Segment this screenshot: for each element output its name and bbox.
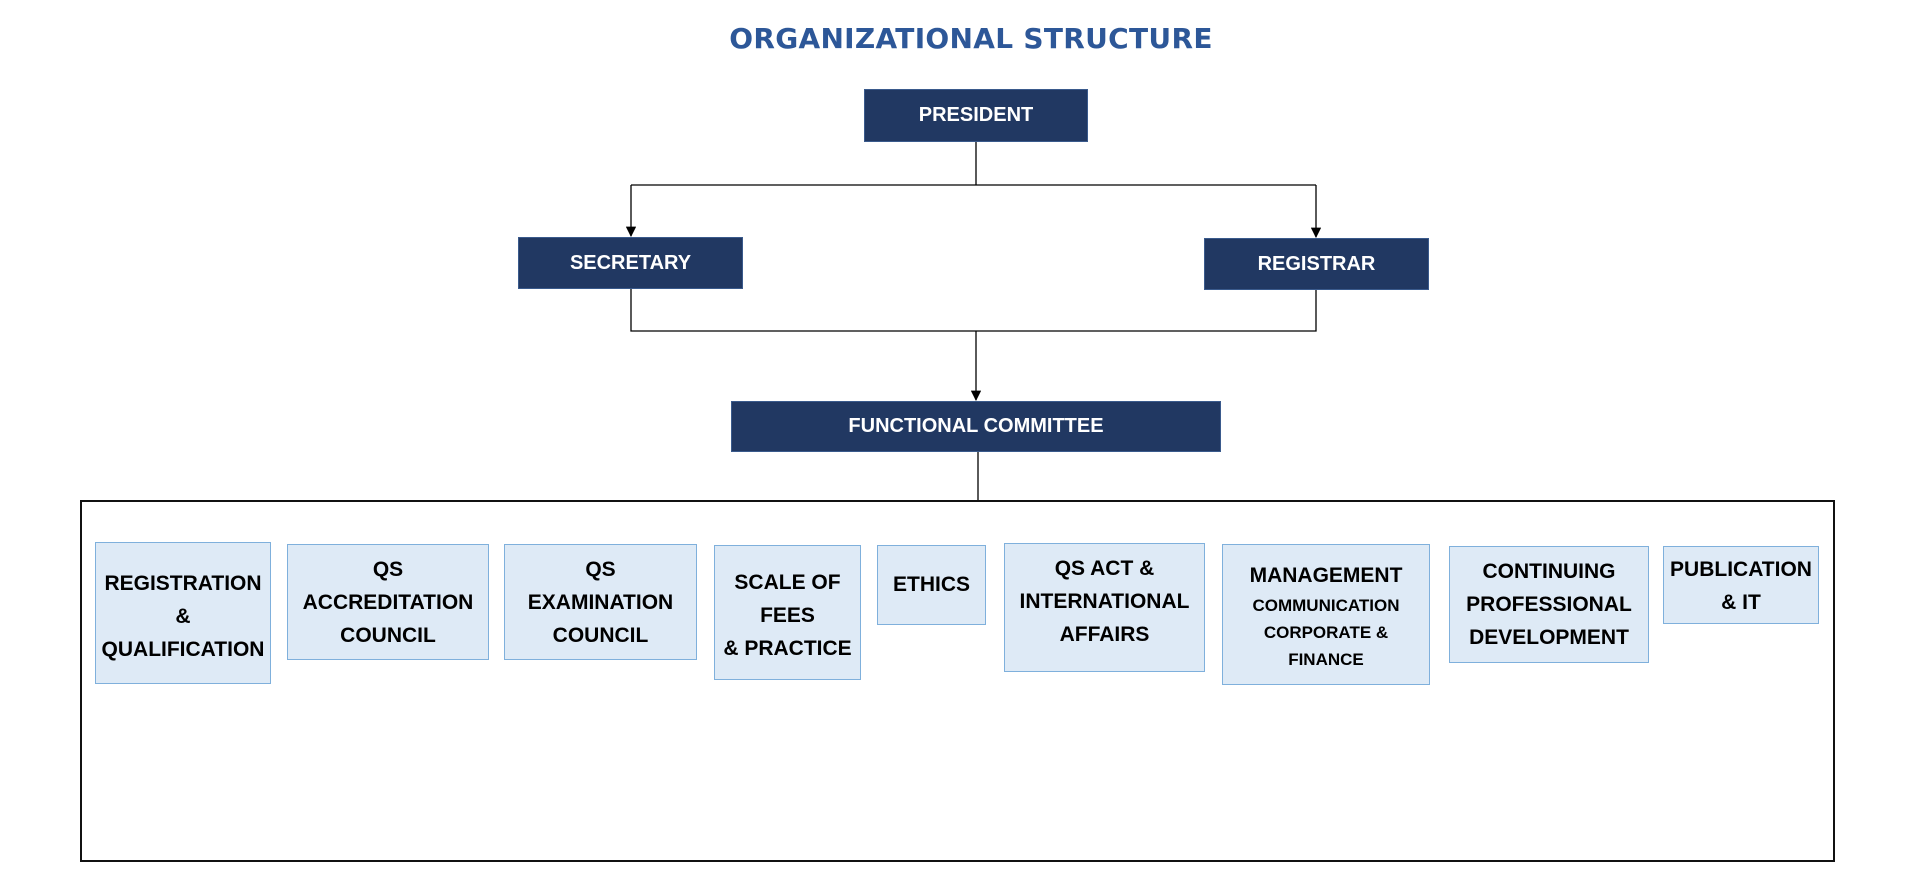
page-title: ORGANIZATIONAL STRUCTURE	[729, 22, 1213, 55]
committee-line: EXAMINATION	[527, 591, 674, 614]
committee-line: QUALIFICATION	[101, 638, 265, 661]
committee-line: QS	[585, 558, 616, 581]
committee-line: CONTINUING	[1482, 560, 1616, 583]
committee-publication-it: PUBLICATION & IT	[1663, 546, 1819, 624]
committee-ethics: ETHICS	[877, 545, 986, 625]
president-box: PRESIDENT	[864, 89, 1088, 142]
committee-line: ETHICS	[892, 573, 970, 596]
functional-committee-box: FUNCTIONAL COMMITTEE	[731, 401, 1221, 452]
president-label: PRESIDENT	[918, 104, 1034, 126]
committee-line: INTERNATIONAL	[1019, 590, 1190, 613]
committee-line: QS	[372, 558, 404, 581]
connector-president-split	[631, 142, 1316, 186]
connector-merge	[630, 288, 1317, 332]
committee-qs-accreditation-council: QS ACCREDITATION COUNCIL	[287, 544, 489, 660]
functional-committee-label: FUNCTIONAL COMMITTEE	[848, 415, 1104, 437]
committee-subline: COMMUNICATION	[1252, 596, 1400, 615]
committee-qs-act-international-affairs: QS ACT & INTERNATIONAL AFFAIRS	[1004, 543, 1205, 672]
committee-line: & IT	[1721, 591, 1761, 614]
secretary-box: SECRETARY	[518, 237, 743, 289]
committee-line: COUNCIL	[552, 624, 649, 647]
committee-subline: CORPORATE &	[1263, 623, 1389, 642]
committee-line: FEES	[760, 604, 815, 627]
committee-management: MANAGEMENT COMMUNICATION CORPORATE & FIN…	[1222, 544, 1430, 685]
registrar-box: REGISTRAR	[1204, 238, 1429, 290]
committee-line: PROFESSIONAL	[1466, 593, 1632, 616]
committee-line: QS ACT &	[1054, 557, 1155, 580]
registrar-label: REGISTRAR	[1257, 252, 1376, 275]
committee-line: SCALE OF	[734, 571, 841, 594]
committee-line: PUBLICATION	[1670, 558, 1812, 581]
committee-subline: FINANCE	[1288, 650, 1364, 669]
committee-line: &	[175, 605, 191, 628]
committee-line: AFFAIRS	[1059, 623, 1150, 646]
committee-continuing-professional-development: CONTINUING PROFESSIONAL DEVELOPMENT	[1449, 546, 1649, 663]
secretary-label: SECRETARY	[569, 251, 692, 274]
committee-scale-of-fees-practice: SCALE OF FEES & PRACTICE	[714, 545, 861, 680]
committee-line: & PRACTICE	[723, 637, 852, 660]
committees-frame	[80, 500, 1835, 862]
committee-line: MANAGEMENT	[1249, 564, 1403, 587]
committee-line: REGISTRATION	[104, 572, 262, 595]
committee-registration-qualification: REGISTRATION & QUALIFICATION	[95, 542, 271, 684]
committee-line: ACCREDITATION	[302, 591, 474, 614]
committee-qs-examination-council: QS EXAMINATION COUNCIL	[504, 544, 697, 660]
committee-line: COUNCIL	[340, 624, 436, 647]
committee-line: DEVELOPMENT	[1469, 626, 1629, 649]
